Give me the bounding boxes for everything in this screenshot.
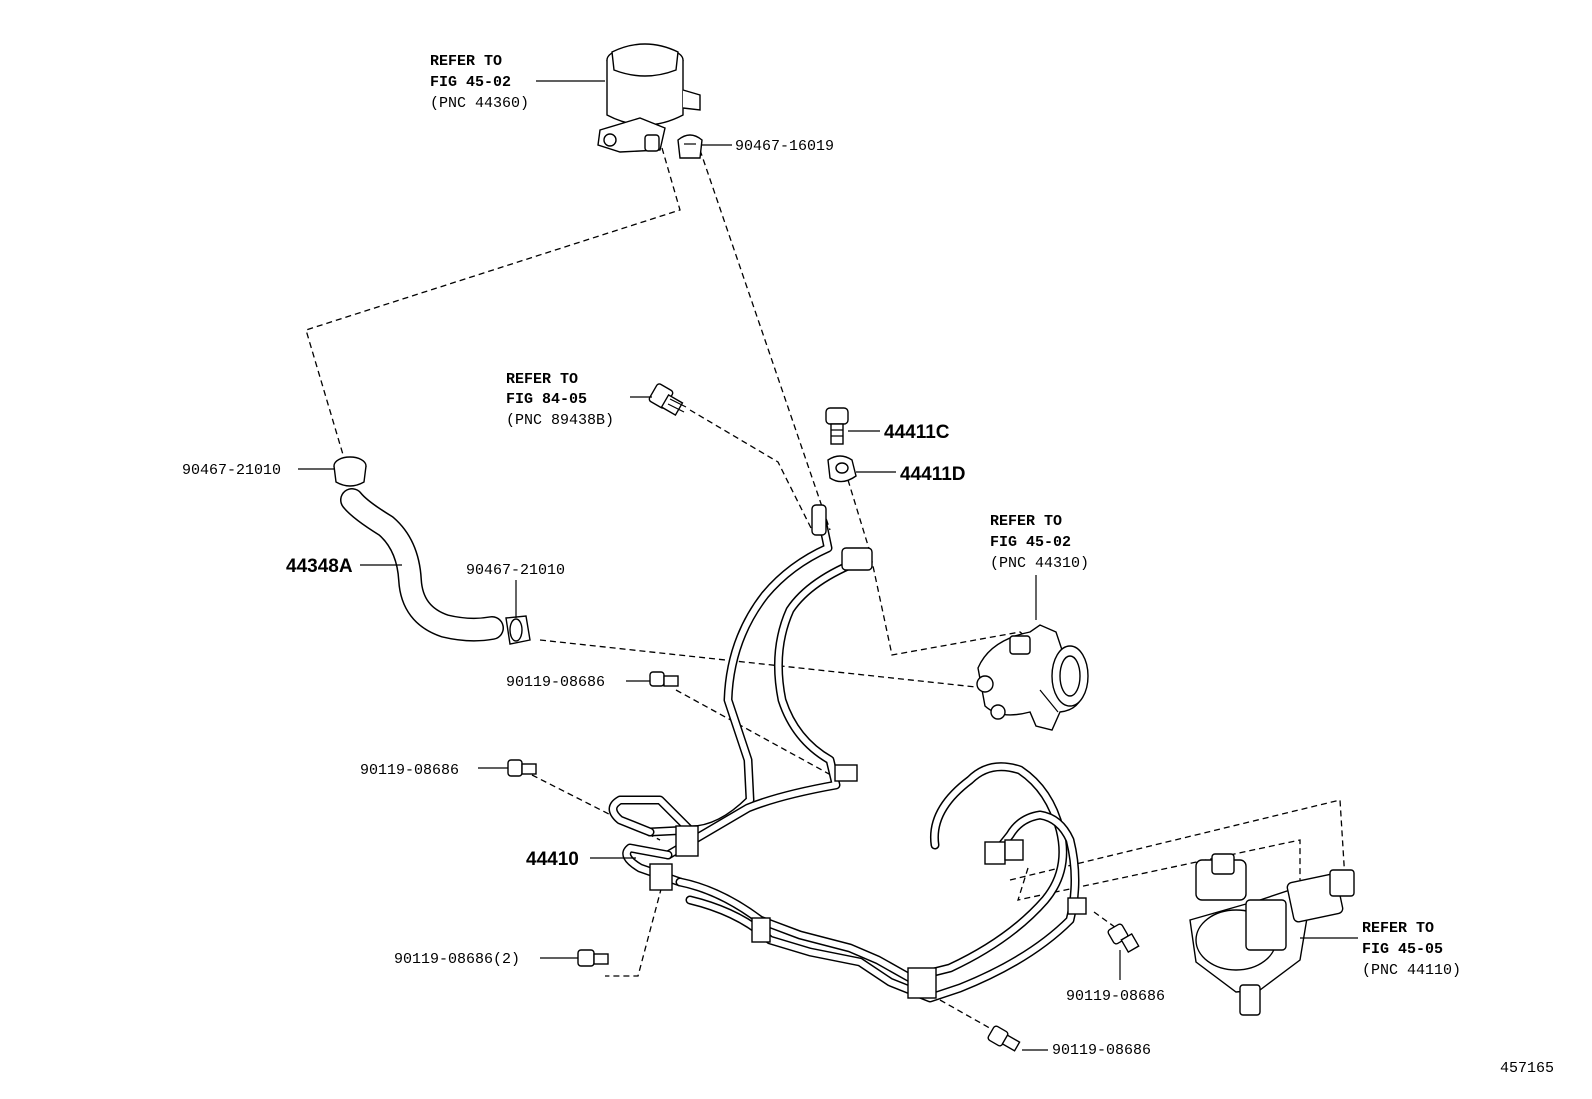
bolt-icon (1107, 923, 1140, 954)
clamp-left-label: 90467-21010 (182, 462, 281, 479)
ref-pump-line1: REFER TO (990, 513, 1062, 530)
ref-gear-line3: (PNC 44110) (1362, 962, 1461, 979)
bolt-3-label: 90119-08686(2) (394, 951, 520, 968)
hose-icon (340, 488, 504, 642)
bolt-icon (987, 1025, 1021, 1052)
ref-sensor-line1: REFER TO (506, 371, 578, 388)
leader-lines (298, 80, 1358, 1051)
clamp-top-label: 90467-16019 (735, 138, 834, 155)
ref-gear-label: REFER TO FIG 45-05 (PNC 44110) (1362, 920, 1461, 979)
ref-gear-line1: REFER TO (1362, 920, 1434, 937)
bolt-icon (507, 759, 537, 777)
ref-reservoir-line1: REFER TO (430, 53, 502, 70)
ref-sensor-line2: FIG 84-05 (506, 391, 587, 408)
figure-number: 457165 (1500, 1060, 1554, 1077)
ref-sensor-label: REFER TO FIG 84-05 (PNC 89438B) (506, 371, 614, 429)
reservoir-icon (597, 43, 701, 153)
bolt-c-label: 44411C (884, 422, 950, 443)
hose-label: 44348A (286, 556, 353, 577)
bolt-icon (649, 671, 679, 687)
assembly-dashed-lines (305, 147, 1346, 1036)
ref-pump-line3: (PNC 44310) (990, 555, 1089, 572)
tube-assy-label: 44410 (526, 849, 579, 870)
bolt-1-label: 90119-08686 (506, 674, 605, 691)
ref-pump-label: REFER TO FIG 45-02 (PNC 44310) (990, 513, 1089, 572)
sensor-icon (648, 383, 687, 417)
clamp-icon (677, 134, 703, 159)
bolt-icon (577, 949, 609, 967)
clamp-mid-label: 90467-21010 (466, 562, 565, 579)
bolt-4-label: 90119-08686 (1066, 988, 1165, 1005)
pump-icon (976, 624, 1089, 731)
ref-sensor-line3: (PNC 89438B) (506, 412, 614, 429)
bolt-5-label: 90119-08686 (1052, 1042, 1151, 1059)
clamp-icon (333, 456, 367, 487)
bolt-icon (825, 407, 849, 445)
ref-gear-line2: FIG 45-05 (1362, 941, 1443, 958)
ref-reservoir-line3: (PNC 44360) (430, 95, 529, 112)
steering-gear-icon (1189, 853, 1355, 1016)
ref-pump-line2: FIG 45-02 (990, 534, 1071, 551)
bolt-2-label: 90119-08686 (360, 762, 459, 779)
gasket-icon (827, 455, 857, 483)
gasket-d-label: 44411D (900, 464, 966, 485)
pressure-tube-icon (608, 504, 1087, 1003)
clamp-icon (505, 615, 531, 645)
ref-reservoir-label: REFER TO FIG 45-02 (PNC 44360) (430, 53, 529, 112)
ref-reservoir-line2: FIG 45-02 (430, 74, 511, 91)
